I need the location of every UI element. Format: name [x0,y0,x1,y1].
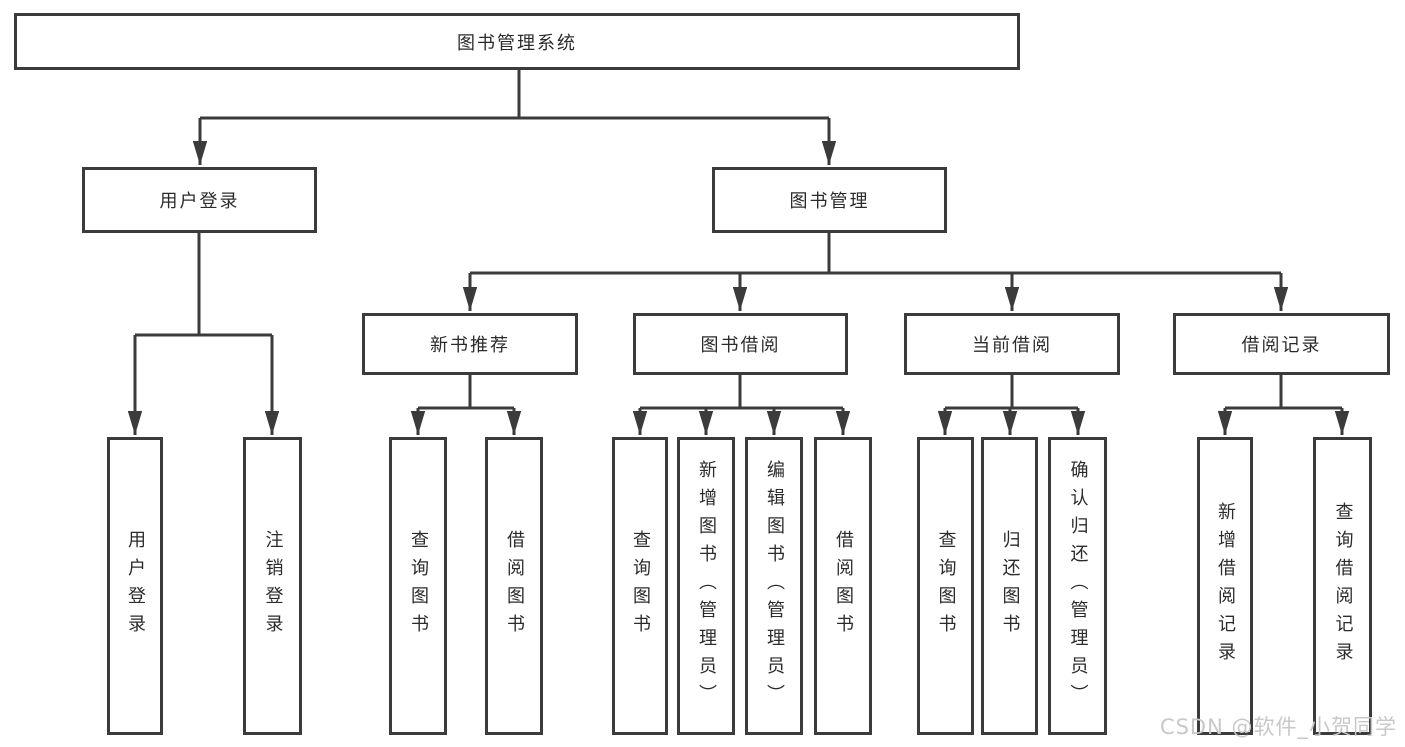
leaf-query-borrow-record: 查询借阅记录 [1313,437,1372,735]
leaf-add-books-admin: 新增图书（管理员） [677,437,735,735]
leaf-confirm-return-admin: 确认归还（管理员） [1048,437,1107,735]
csdn-watermark: CSDN @软件_小贺同学 [1159,715,1397,739]
leaf-query-books: 查询图书 [917,437,974,735]
node-label: 借阅记录 [1241,335,1322,356]
node-label: 图书管理 [789,191,870,212]
node-book-borrowing: 图书借阅 [633,313,848,375]
leaf-return-books: 归还图书 [981,437,1038,735]
node-label: 确认归还（管理员） [1067,460,1089,712]
node-label: 查询图书 [935,530,957,642]
node-label: 借阅图书 [504,530,525,642]
node-borrowing-records: 借阅记录 [1173,313,1390,375]
node-label: 注销登录 [262,530,284,642]
node-new-book-recommend: 新书推荐 [362,313,578,375]
node-label: 图书管理系统 [457,32,577,54]
leaf-query-books: 查询图书 [612,437,668,735]
leaf-logout: 注销登录 [243,437,302,735]
node-label: 查询图书 [630,530,651,642]
node-label: 新增图书（管理员） [696,460,717,712]
leaf-query-books: 查询图书 [389,437,447,735]
node-label: 用户登录 [125,530,146,642]
node-label: 借阅图书 [833,530,854,642]
node-book-management: 图书管理 [712,167,947,233]
leaf-borrow-books: 借阅图书 [814,437,872,735]
node-label: 当前借阅 [972,335,1052,356]
node-label: 图书借阅 [700,335,781,356]
leaf-borrow-books: 借阅图书 [485,437,543,735]
node-label: 查询图书 [408,530,429,642]
node-label: 编辑图书（管理员） [764,460,785,712]
node-label: 用户登录 [159,191,240,212]
leaf-user-login: 用户登录 [107,437,163,735]
node-label: 新书推荐 [430,335,510,356]
node-user-login: 用户登录 [82,167,317,233]
node-system-root: 图书管理系统 [14,13,1020,70]
node-label: 归还图书 [999,530,1021,642]
node-current-borrowing: 当前借阅 [904,313,1120,375]
leaf-edit-books-admin: 编辑图书（管理员） [745,437,803,735]
leaf-add-borrow-record: 新增借阅记录 [1197,437,1253,735]
node-label: 新增借阅记录 [1215,502,1236,670]
node-label: 查询借阅记录 [1332,502,1354,670]
